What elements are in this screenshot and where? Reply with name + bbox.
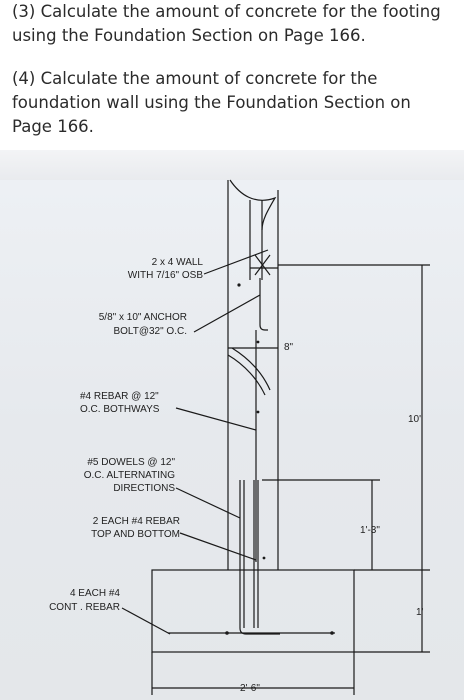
dim-label-exposure: 1'-3" [360,525,380,536]
wall-top-break-curve [229,179,277,231]
label-dowels-line2: O.C. ALTERNATING [84,470,176,481]
label-bolt-line1: 5/8" x 10" ANCHOR [99,312,187,323]
label-wall-line1: 2 x 4 WALL [152,257,204,268]
dim-label-wall-height: 10' [408,414,421,425]
label-wall-line2: WITH 7/16" OSB [128,270,204,281]
footing-outline [151,569,355,653]
label-dowels-line3: DIRECTIONS [113,483,175,494]
label-bolt-line2: BOLT@32" O.C. [113,326,187,337]
dim-label-wall-thickness: 8" [284,342,294,353]
dim-label-footing-width: 2'-6" [240,683,260,694]
label-cont-line1: 4 EACH #4 [70,588,120,599]
question-4: (4) Calculate the amount of concrete for… [12,69,411,136]
label-rebar-line1: #4 REBAR @ 12" [80,391,159,402]
foundation-section-drawing: 2 x 4 WALL WITH 7/16" OSB 5/8" x 10" ANC… [49,179,430,695]
dim-label-footing-depth: 1' [416,607,424,618]
photo-top-strip [0,150,464,180]
question-3: (3) Calculate the amount of concrete for… [12,2,441,45]
wall-break-curve-2 [231,347,271,391]
foundation-section-photo [0,150,464,700]
label-dowels-line1: #5 DOWELS @ 12" [87,457,175,468]
wall-break-curve [227,354,266,396]
label-each-line2: TOP AND BOTTOM [91,529,180,540]
label-each-line1: 2 EACH #4 REBAR [93,516,180,527]
label-cont-line2: CONT . REBAR [49,602,120,613]
section-dots [225,283,334,635]
label-rebar-line2: O.C. BOTHWAYS [80,404,160,415]
anchor-bolt [259,278,268,331]
